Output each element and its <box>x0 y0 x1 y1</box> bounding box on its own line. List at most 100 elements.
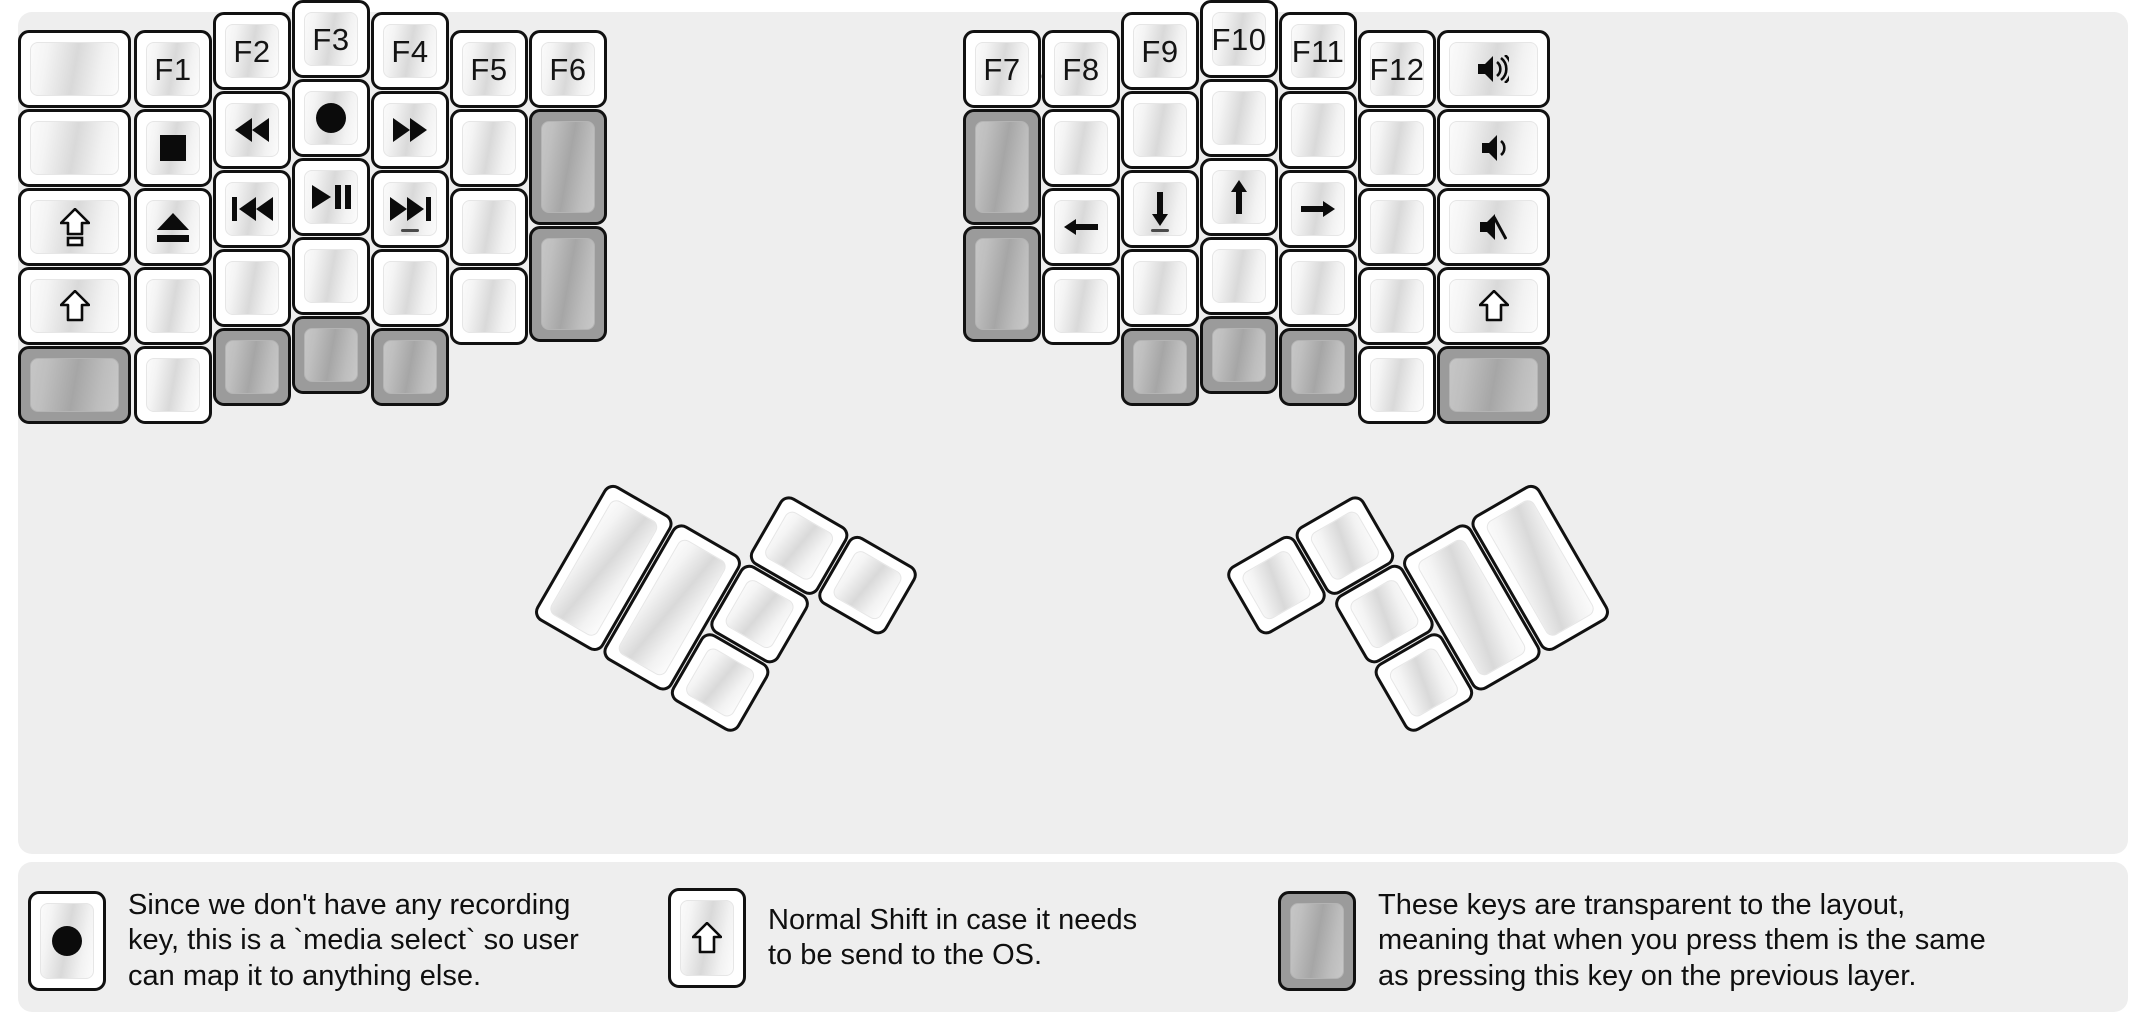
key-pinky-outer-1[interactable] <box>18 30 131 108</box>
key-index-inner-2[interactable] <box>450 109 528 187</box>
key-pinky-outer-4[interactable] <box>1358 267 1436 345</box>
keycap-face <box>146 279 200 333</box>
key-f10[interactable]: F10 <box>1200 0 1278 78</box>
media-play-pause-icon <box>311 185 351 209</box>
key-pinky-2[interactable] <box>1279 91 1357 169</box>
key-f11[interactable]: F11 <box>1279 12 1357 90</box>
key-transparent[interactable] <box>292 316 370 394</box>
keycap-face <box>1449 279 1538 333</box>
volume-down-icon <box>1481 134 1506 162</box>
key-shift-arrow[interactable] <box>1437 267 1550 345</box>
key-middle-4[interactable] <box>292 237 370 315</box>
keycap-face <box>30 121 119 175</box>
key-index-inner-4[interactable] <box>450 267 528 345</box>
key-media-record[interactable] <box>292 79 370 157</box>
key-f12[interactable]: F12 <box>1358 30 1436 108</box>
key-f9[interactable]: F9 <box>1121 12 1199 90</box>
key-pinky-4[interactable] <box>134 267 212 345</box>
keycap-face <box>1449 358 1538 412</box>
key-pinky-outer-3[interactable] <box>1358 188 1436 266</box>
key-f7[interactable]: F7 <box>963 30 1041 108</box>
key-transparent[interactable] <box>371 328 449 406</box>
legend-description: Normal Shift in case it needs to be send… <box>768 903 1138 971</box>
key-legend-text: F9 <box>1141 33 1179 69</box>
key-media-prev-track[interactable] <box>213 170 291 248</box>
keycap-face <box>1133 261 1187 315</box>
key-f1[interactable]: F1 <box>134 30 212 108</box>
key-pinky-outer-5[interactable] <box>1358 346 1436 424</box>
key-f4[interactable]: F4 <box>371 12 449 90</box>
keycap-face <box>462 121 516 175</box>
key-middle-2[interactable] <box>1121 91 1199 169</box>
keycap-face: F11 <box>1291 24 1345 78</box>
key-shift-arrow[interactable] <box>18 267 131 345</box>
legend-item-3: These keys are transparent to the layout… <box>1278 888 1986 994</box>
media-record-icon <box>316 103 346 133</box>
key-pinky-outer-2[interactable] <box>1358 109 1436 187</box>
key-transparent[interactable] <box>963 226 1041 342</box>
key-arrow-down[interactable] <box>1121 170 1199 248</box>
key-legend-text: F11 <box>1291 33 1345 69</box>
keycap-face <box>1449 121 1538 175</box>
key-legend-text: F6 <box>549 51 587 87</box>
key-media-stop[interactable] <box>134 109 212 187</box>
media-stop-icon <box>160 135 186 161</box>
key-f3[interactable]: F3 <box>292 0 370 78</box>
key-media-next-track[interactable] <box>371 170 449 248</box>
keycap-face <box>462 279 516 333</box>
key-ring-4[interactable] <box>213 249 291 327</box>
key-pinky-4[interactable] <box>1279 249 1357 327</box>
key-index-2[interactable] <box>1042 109 1120 187</box>
keycap-face <box>1054 121 1108 175</box>
key-f2[interactable]: F2 <box>213 12 291 90</box>
key-transparent <box>1278 891 1356 992</box>
key-middle-4[interactable] <box>1121 249 1199 327</box>
key-ring-4[interactable] <box>1200 237 1278 315</box>
key-arrow-left[interactable] <box>1042 188 1120 266</box>
key-transparent[interactable] <box>529 109 607 225</box>
keycap-face <box>1133 340 1187 394</box>
key-index-4[interactable] <box>371 249 449 327</box>
key-ring-2[interactable] <box>1200 79 1278 157</box>
key-legend-text: F1 <box>154 51 192 87</box>
key-media-eject[interactable] <box>134 188 212 266</box>
key-transparent[interactable] <box>1437 346 1550 424</box>
media-next-track-icon <box>389 197 431 221</box>
key-f8[interactable]: F8 <box>1042 30 1120 108</box>
key-transparent[interactable] <box>18 346 131 424</box>
key-hint-underline <box>401 229 419 232</box>
keycap-face <box>1133 182 1187 236</box>
media-record-icon <box>52 926 82 957</box>
key-transparent[interactable] <box>1279 328 1357 406</box>
key-index-inner-3[interactable] <box>450 188 528 266</box>
key-media-fast-forward[interactable] <box>371 91 449 169</box>
keycap-face <box>225 103 279 157</box>
keycap-face <box>304 328 358 382</box>
key-transparent[interactable] <box>529 226 607 342</box>
keycap-face <box>383 261 437 315</box>
key-pinky-outer-2[interactable] <box>18 109 131 187</box>
key-media-rewind[interactable] <box>213 91 291 169</box>
key-legend-text: F2 <box>233 33 271 69</box>
keycap-face <box>1239 548 1314 623</box>
key-pinky-5[interactable] <box>134 346 212 424</box>
key-transparent[interactable] <box>963 109 1041 225</box>
key-transparent[interactable] <box>1121 328 1199 406</box>
key-arrow-right[interactable] <box>1279 170 1357 248</box>
key-transparent[interactable] <box>1200 316 1278 394</box>
key-shift-arrow <box>668 888 746 988</box>
keycap-face <box>30 42 119 96</box>
key-index-4[interactable] <box>1042 267 1120 345</box>
key-volume-down[interactable] <box>1437 109 1550 187</box>
key-f6[interactable]: F6 <box>529 30 607 108</box>
key-volume-mute[interactable] <box>1437 188 1550 266</box>
key-legend-text: F7 <box>983 51 1021 87</box>
key-f5[interactable]: F5 <box>450 30 528 108</box>
key-arrow-up[interactable] <box>1200 158 1278 236</box>
key-media-play-pause[interactable] <box>292 158 370 236</box>
shift-arrow-icon <box>59 290 90 322</box>
key-transparent[interactable] <box>213 328 291 406</box>
keycap-face <box>225 340 279 394</box>
key-shift-lock-arrow[interactable] <box>18 188 131 266</box>
key-volume-up[interactable] <box>1437 30 1550 108</box>
